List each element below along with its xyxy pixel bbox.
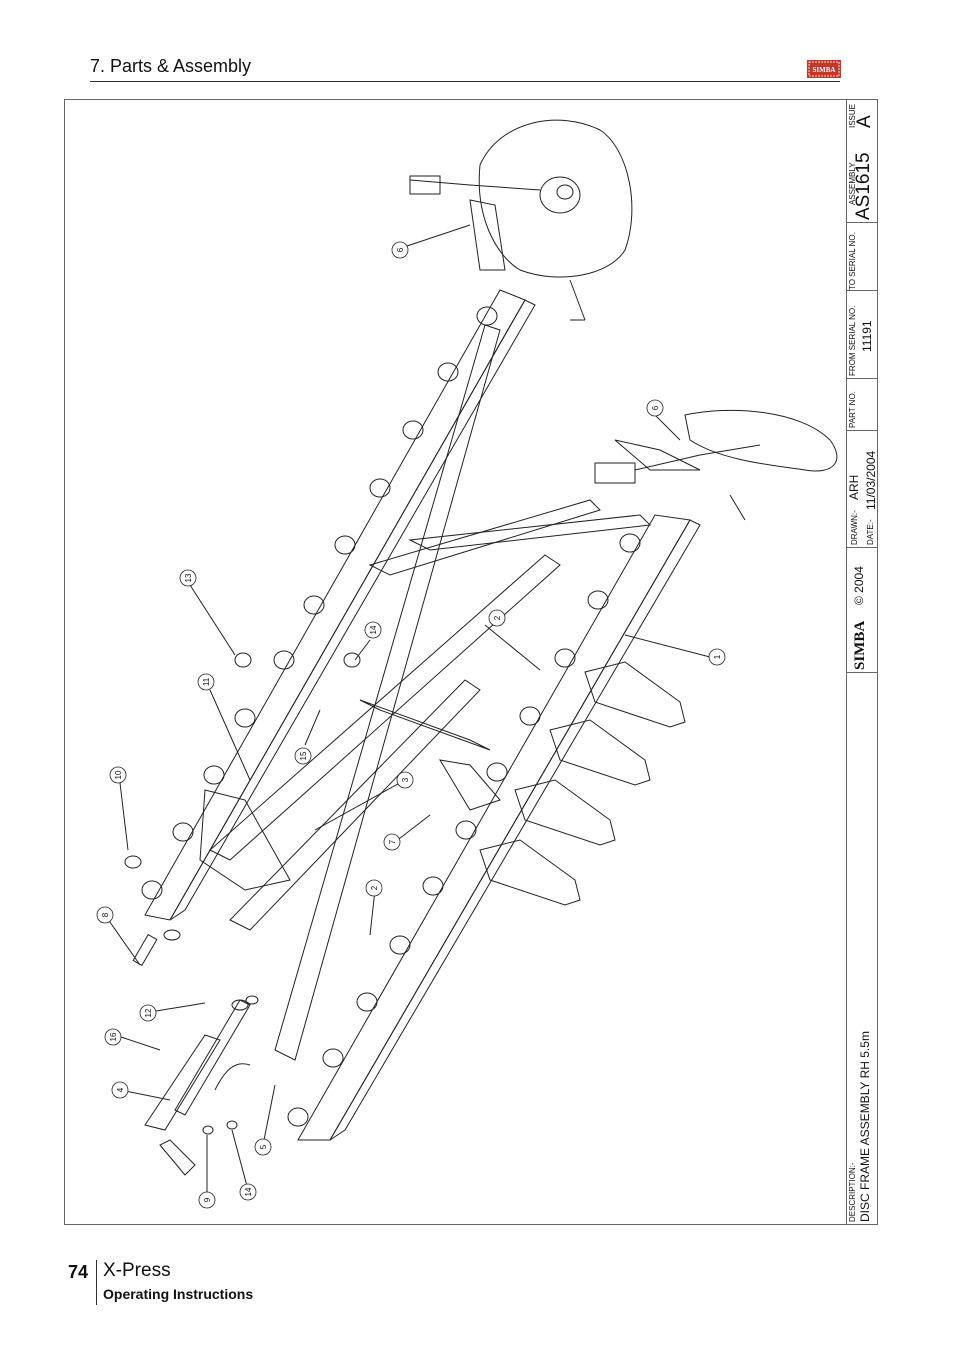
tb-sep-4 — [846, 430, 878, 431]
from-serial-value: 11191 — [860, 320, 874, 352]
date-label: DATE:- — [866, 519, 875, 545]
callout-2b: 2 — [370, 885, 379, 890]
drawn-value: ARH — [847, 474, 861, 500]
callout-14a: 13 — [184, 573, 193, 582]
page-number: 74 — [68, 1262, 89, 1282]
tb-sep-7 — [846, 1224, 878, 1225]
tb-sep-3 — [846, 378, 878, 379]
manual-subtitle: Operating Instructions — [103, 1286, 254, 1302]
date-value: 11/03/2004 — [864, 450, 878, 510]
callout-3: 3 — [401, 777, 410, 782]
callout-1: 1 — [713, 654, 722, 659]
to-serial-label: TO SERIAL NO. — [848, 232, 857, 290]
callout-11: 11 — [202, 677, 211, 686]
drawing-frame — [64, 99, 878, 1225]
callout-5: 5 — [259, 1144, 268, 1149]
footer-divider — [96, 1260, 97, 1305]
part-no-label: PART NO. — [848, 391, 857, 428]
title-block — [846, 100, 879, 1224]
callout-6a: 6 — [396, 247, 405, 252]
simba-logo-icon: SIMBA — [807, 60, 841, 78]
callout-13: 14 — [244, 1187, 253, 1196]
description-label: DESCRIPTION:- — [848, 1162, 857, 1222]
from-serial-label: FROM SERIAL NO. — [848, 305, 857, 376]
callout-4: 4 — [116, 1087, 125, 1092]
product-name: X-Press — [103, 1260, 171, 1281]
tb-sep-6 — [846, 672, 878, 673]
callout-16: 16 — [109, 1032, 118, 1041]
section-title: 7. Parts & Assembly — [90, 56, 252, 76]
header-rule — [90, 81, 840, 82]
callout-6b: 6 — [651, 405, 660, 410]
callout-8: 8 — [101, 912, 110, 917]
description-value: DISC FRAME ASSEMBLY RH 5.5m — [858, 1031, 872, 1222]
drawn-label: DRAWN:- — [850, 510, 859, 545]
tb-sep-5 — [846, 547, 878, 548]
callout-12: 12 — [144, 1008, 153, 1017]
callout-10: 10 — [114, 770, 123, 779]
copyright: © 2004 — [852, 566, 866, 605]
brand-logo: SIMBA — [852, 620, 868, 670]
logo-text: SIMBA — [813, 66, 836, 74]
callout-9: 9 — [203, 1197, 212, 1202]
callout-14b: 14 — [369, 625, 378, 634]
tb-sep-1 — [846, 222, 878, 223]
tb-sep-2 — [846, 290, 878, 291]
callout-15: 15 — [299, 751, 308, 760]
issue-value: A — [854, 115, 875, 128]
callout-7: 7 — [388, 839, 397, 844]
assembly-value: AS1615 — [853, 152, 874, 220]
callout-2a: 2 — [493, 615, 502, 620]
